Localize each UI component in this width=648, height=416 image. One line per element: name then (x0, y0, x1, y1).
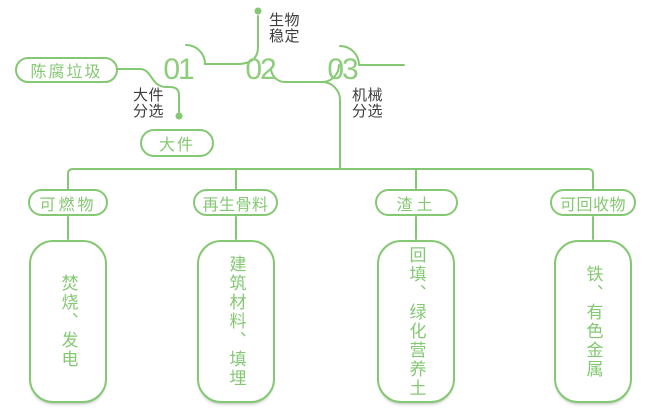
step-3-label-line1: 机械 (352, 87, 384, 104)
step-2-label-line1: 生物 (269, 12, 301, 29)
branch-pill-combustibles: 可燃物 (28, 189, 108, 216)
branch-box-slag-soil: 回填、绿化营养土 (377, 240, 455, 403)
step-2-number: 02 (245, 53, 276, 86)
connector-dot-bulky (175, 112, 183, 120)
step-2-label-line2: 稳定 (269, 27, 301, 45)
flow-branch-descender (321, 81, 341, 170)
step-1-label-line1: 大件 (133, 87, 165, 104)
branch-pill-recycled-aggregate: 再生骨料 (193, 189, 278, 216)
flow-line-source-dip (117, 68, 180, 113)
source-pill: 陈腐垃圾 (15, 57, 118, 83)
source-pill-label: 陈腐垃圾 (30, 64, 103, 81)
branch-box-combustibles: 焚烧、发电 (29, 240, 107, 403)
bulky-output-pill: 大件 (140, 129, 214, 157)
flow-line-step1-to-bio (204, 15, 259, 65)
branch-pill-label: 可燃物 (39, 196, 97, 214)
branch-box-detail: 焚烧、发电 (58, 274, 78, 369)
branch-pill-label: 再生骨料 (202, 196, 269, 214)
tree-distribution-line (67, 168, 594, 190)
step-3-number: 03 (327, 53, 358, 86)
branch-pill-label: 可回收物 (559, 196, 626, 214)
branch-pill-label: 渣土 (396, 196, 437, 214)
branch-pill-recyclables: 可回收物 (550, 189, 636, 216)
branch-box-detail: 建筑材料、填埋 (226, 255, 246, 388)
flow-arc-over-step3-out (339, 45, 405, 66)
step-2-label: 生物 稳定 (269, 13, 300, 44)
step-1-label-line2: 分选 (133, 102, 165, 120)
branch-pill-slag-soil: 渣土 (375, 189, 458, 216)
bulky-output-pill-label: 大件 (158, 137, 195, 154)
step-1-number: 01 (163, 53, 194, 86)
branch-box-detail: 铁、有色金属 (583, 264, 603, 379)
flow-swoosh-after-step2 (270, 67, 323, 83)
step-3-label-line2: 分选 (352, 102, 384, 120)
branch-box-detail: 回填、绿化营养土 (406, 245, 426, 398)
step-3-label: 机械 分选 (352, 88, 383, 119)
flow-arc-over-step1 (185, 44, 206, 65)
branch-box-recycled-aggregate: 建筑材料、填埋 (197, 240, 275, 403)
step-1-label: 大件 分选 (133, 88, 164, 119)
connector-dot-bio (254, 7, 262, 15)
branch-box-recyclables: 铁、有色金属 (554, 240, 632, 403)
